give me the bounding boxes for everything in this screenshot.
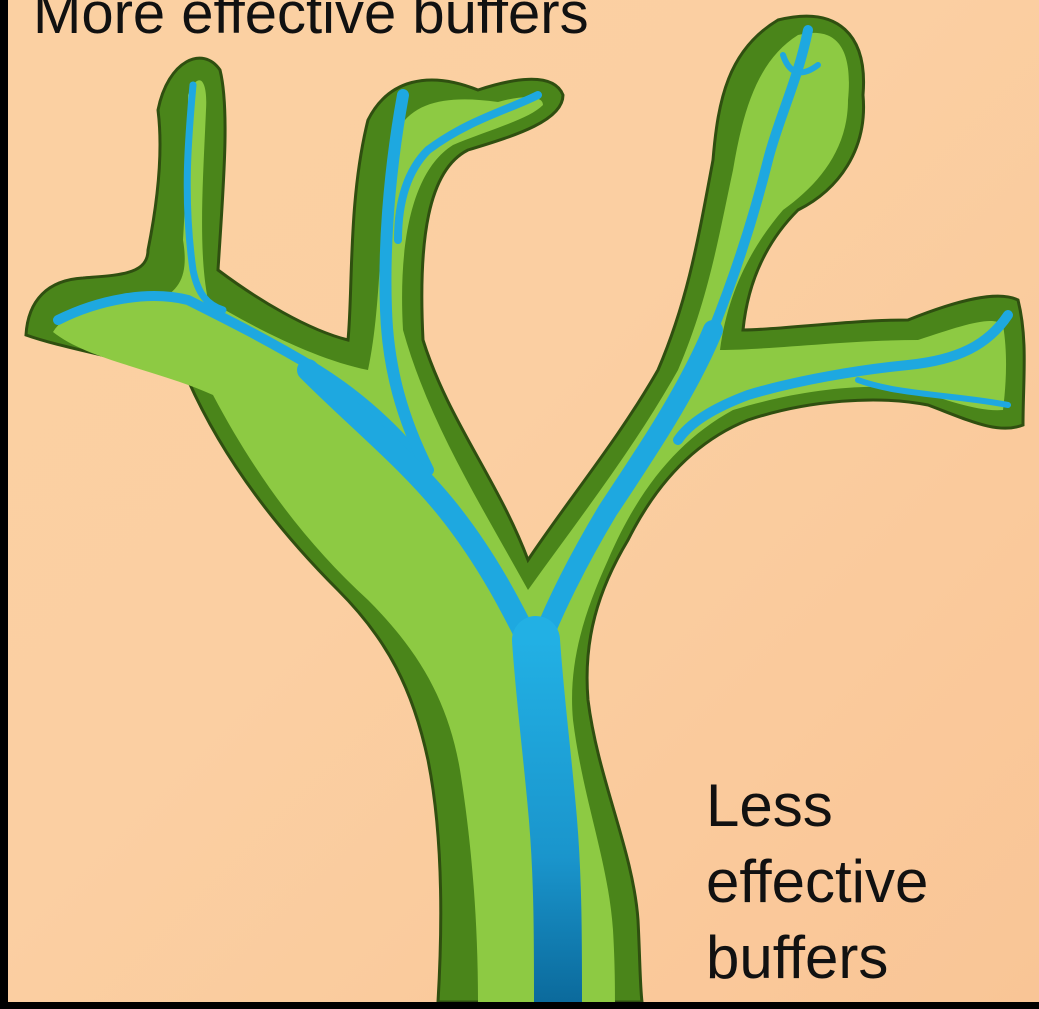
less-effective-line-3: buffers: [706, 920, 928, 996]
more-effective-label: More effective buffers: [33, 0, 589, 46]
diagram-panel: More effective buffers Less effective bu…: [8, 0, 1039, 1002]
stream-trunk: [536, 640, 558, 1002]
less-effective-label: Less effective buffers: [706, 768, 928, 996]
stream-right-main: [538, 330, 713, 650]
less-effective-line-1: Less: [706, 768, 928, 844]
less-effective-line-2: effective: [706, 844, 928, 920]
